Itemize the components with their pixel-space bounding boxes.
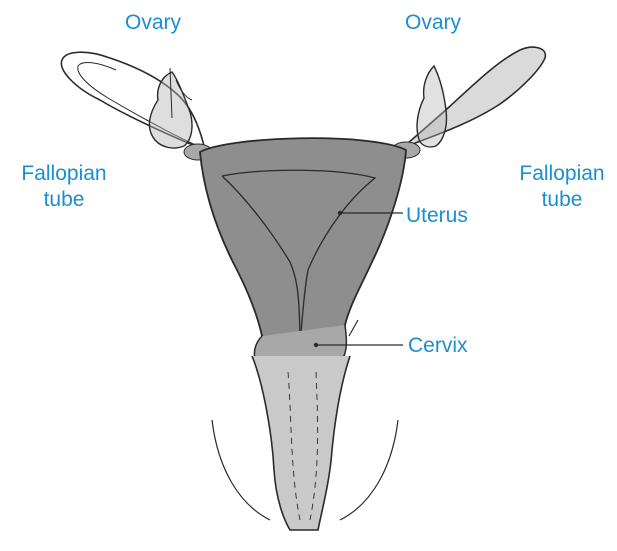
fallopian-tube-left-line2: tube — [8, 187, 120, 213]
fallopian-tube-right-label: Fallopian tube — [506, 161, 617, 213]
ovary-right-label: Ovary — [392, 10, 474, 36]
fallopian-tube-left-label: Fallopian tube — [8, 161, 120, 213]
fallopian-tube-right-line1: Fallopian — [506, 161, 617, 187]
vagina-drawing — [252, 356, 350, 530]
right-ovary-drawing — [417, 66, 446, 147]
cervix-label: Cervix — [408, 333, 468, 359]
uterus-label: Uterus — [406, 203, 468, 229]
ovary-left-label: Ovary — [112, 10, 194, 36]
fallopian-tube-right-line2: tube — [506, 187, 617, 213]
fallopian-tube-left-line1: Fallopian — [8, 161, 120, 187]
